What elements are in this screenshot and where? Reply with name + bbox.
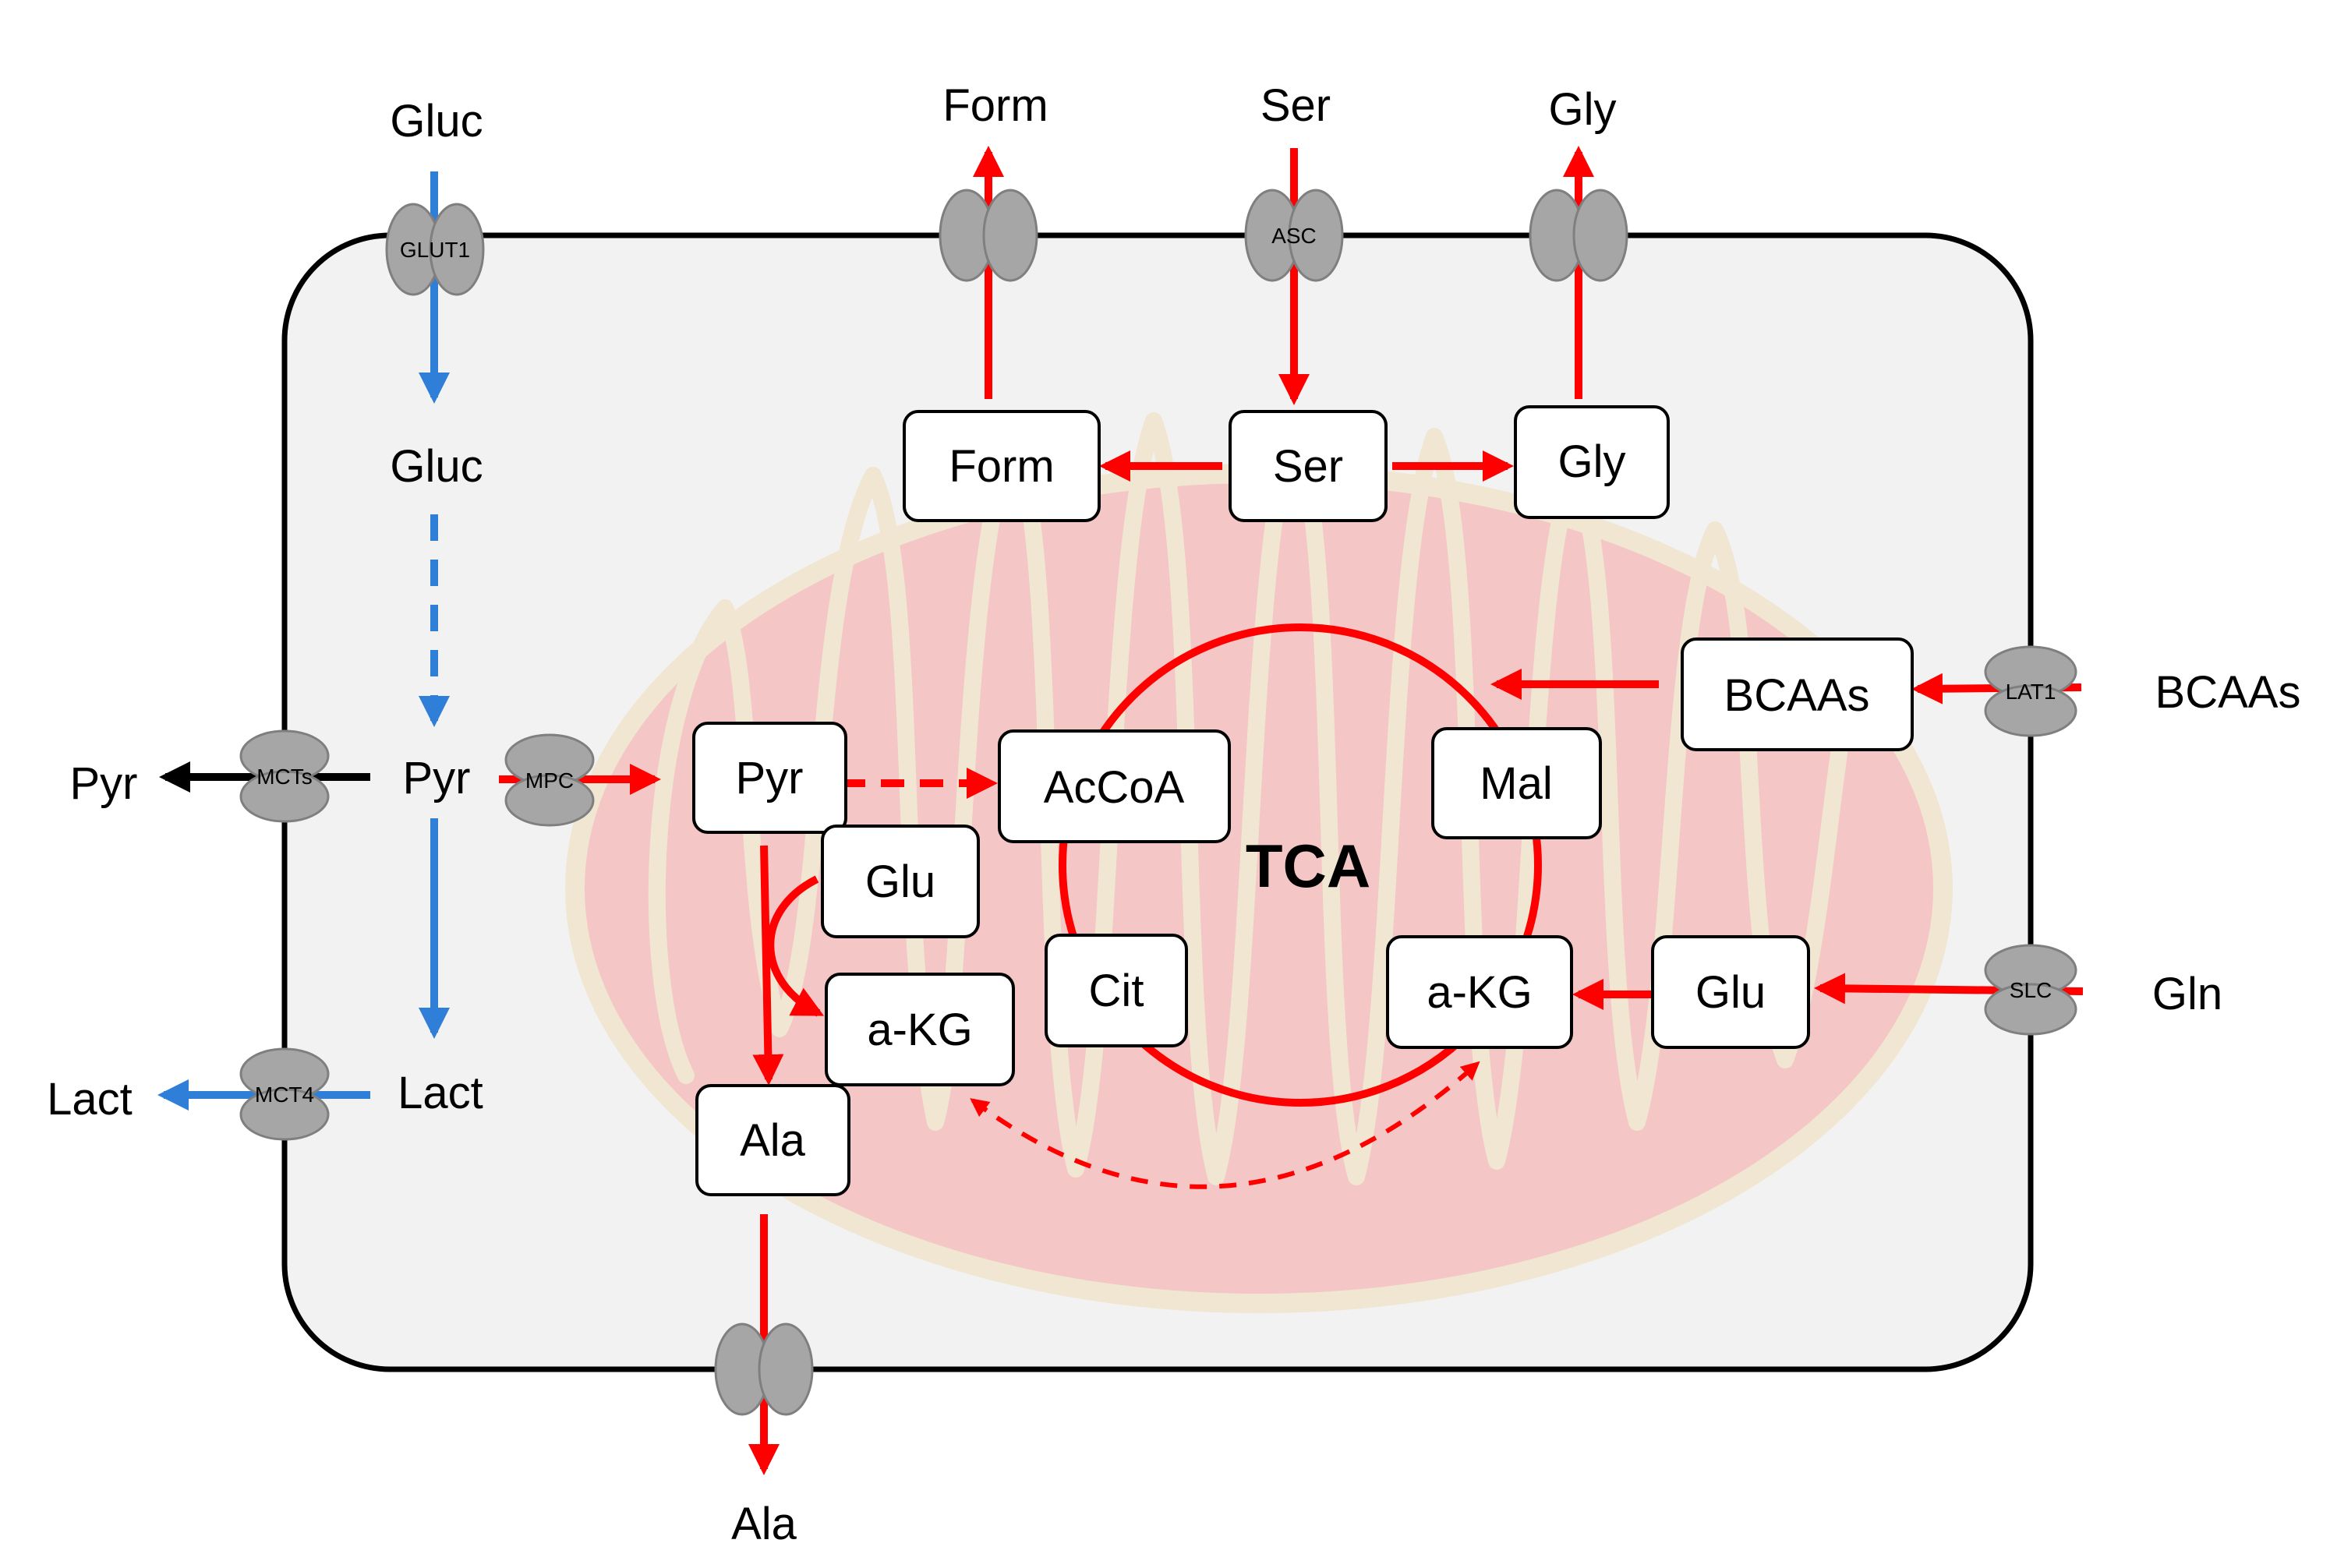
outside-lact-label: Lact: [47, 1074, 133, 1125]
box-accoa: AcCoA: [998, 729, 1231, 843]
outside-gln-label: Gln: [2152, 969, 2222, 1019]
box-ala: Ala: [695, 1084, 850, 1196]
box-mal: Mal: [1431, 727, 1602, 839]
transporter-mct4-label: MCT4: [255, 1082, 314, 1107]
arrow-akg-exchange: [970, 1061, 1480, 1189]
box-gly-label: Gly: [1558, 436, 1626, 487]
transporter-mcts: MCTs: [239, 729, 330, 823]
arrow-pyr-to-ala: [752, 845, 784, 1086]
outside-pyr-label: Pyr: [70, 758, 138, 809]
box-akg-right: a-KG: [1386, 935, 1573, 1049]
cytosol-pyr-label: Pyr: [403, 753, 471, 803]
transporter-slc-label: SLC: [2010, 978, 2052, 1002]
box-akg-right-label: a-KG: [1427, 967, 1532, 1018]
transporter-asc: ASC: [1244, 189, 1344, 282]
outside-bcaas-label: BCAAs: [2155, 667, 2301, 718]
box-akg-left: a-KG: [825, 973, 1015, 1086]
transporter-mcts-label: MCTs: [256, 765, 313, 789]
cytosol-lact-label: Lact: [398, 1068, 483, 1118]
transporter-glut1: GLUT1: [385, 203, 485, 296]
box-form: Form: [903, 410, 1101, 522]
box-pyr-mito: Pyr: [692, 722, 847, 834]
box-cit: Cit: [1045, 934, 1188, 1047]
box-akg-left-label: a-KG: [867, 1005, 972, 1055]
transporter-ala: [714, 1323, 814, 1416]
outside-gly-label: Gly: [1549, 84, 1617, 135]
box-ser-label: Ser: [1273, 441, 1343, 492]
transporter-asc-label: ASC: [1271, 224, 1317, 248]
tca-label: TCA: [1246, 832, 1370, 900]
box-ser: Ser: [1229, 410, 1388, 522]
transporter-mpc-label: MPC: [525, 768, 574, 793]
box-glu-right-label: Glu: [1695, 967, 1766, 1018]
mitochondrion-cristae: [648, 412, 1864, 1185]
box-cit-label: Cit: [1089, 966, 1144, 1016]
cytosol-gluc-label: Gluc: [390, 441, 483, 492]
transporter-mpc: MPC: [504, 733, 595, 827]
transporter-lat1-label: LAT1: [2006, 680, 2056, 704]
transporter-gly: [1529, 189, 1628, 282]
transporter-mct4: MCT4: [239, 1047, 330, 1141]
transporter-form: [939, 189, 1038, 282]
box-gly: Gly: [1514, 405, 1670, 519]
outside-ala-label: Ala: [731, 1499, 797, 1549]
outside-ser-label: Ser: [1260, 80, 1331, 131]
outside-gluc-label: Gluc: [390, 96, 483, 147]
box-bcaas: BCAAs: [1681, 637, 1914, 751]
box-glu-right: Glu: [1651, 935, 1810, 1049]
transporter-slc: SLC: [1984, 944, 2077, 1036]
box-glu-left-label: Glu: [865, 856, 935, 907]
box-bcaas-label: BCAAs: [1724, 670, 1870, 721]
box-form-label: Form: [949, 441, 1054, 492]
transporter-glut1-label: GLUT1: [400, 238, 470, 262]
box-glu-left: Glu: [821, 825, 980, 938]
box-mal-label: Mal: [1480, 758, 1552, 809]
arrow-glu-to-akg: [766, 875, 825, 1017]
box-accoa-label: AcCoA: [1044, 762, 1185, 813]
outside-form-label: Form: [942, 80, 1048, 131]
transporter-lat1: LAT1: [1984, 645, 2077, 737]
box-pyr-mito-label: Pyr: [736, 753, 804, 803]
box-ala-label: Ala: [740, 1115, 806, 1166]
